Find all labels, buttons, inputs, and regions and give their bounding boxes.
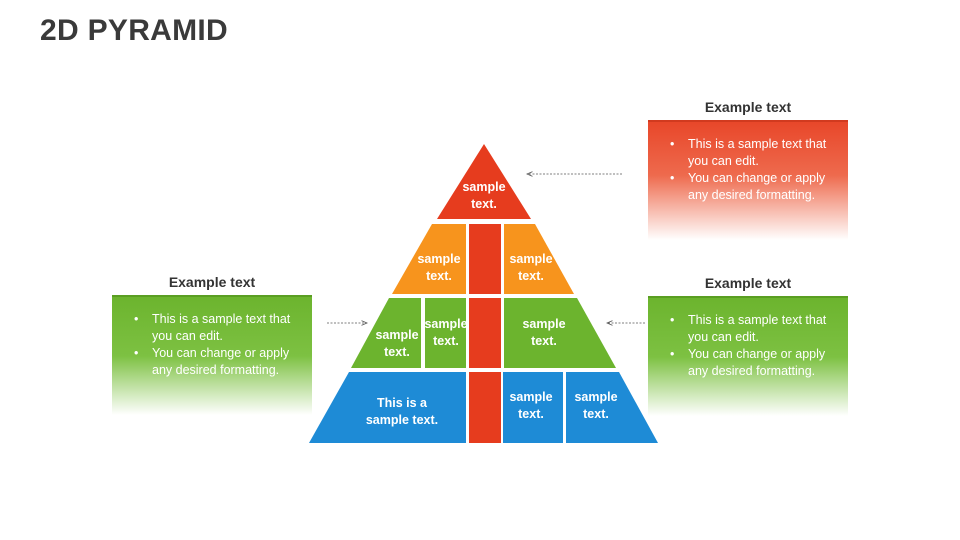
callout-top-right-bullet-2: You can change or apply any desired form… <box>670 170 838 204</box>
callout-right-bullet-2: You can change or apply any desired form… <box>670 346 838 380</box>
callout-left-list: This is a sample text that you can edit.… <box>112 297 312 379</box>
callout-left-heading: Example text <box>168 274 256 290</box>
tier4-center-block[interactable] <box>469 372 501 443</box>
callout-top-right-bullet-1: This is a sample text that you can edit. <box>670 136 838 170</box>
callout-left[interactable]: This is a sample text that you can edit.… <box>112 295 312 415</box>
tier3-center-block[interactable] <box>469 298 501 368</box>
tier2-center-block[interactable] <box>469 224 501 294</box>
tier4-mid-block[interactable] <box>503 372 563 443</box>
tier2-right-block[interactable] <box>504 224 574 294</box>
callout-top-right-heading: Example text <box>704 99 792 115</box>
callout-top-right-list: This is a sample text that you can edit.… <box>648 122 848 204</box>
tier3-midleft-block[interactable] <box>425 298 466 368</box>
pyramid-apex[interactable] <box>437 144 531 219</box>
callout-right-bullet-1: This is a sample text that you can edit. <box>670 312 838 346</box>
callout-right-list: This is a sample text that you can edit.… <box>648 298 848 380</box>
callout-left-bullet-1: This is a sample text that you can edit. <box>134 311 302 345</box>
tier3-right-block[interactable] <box>504 298 616 368</box>
callout-top-right[interactable]: This is a sample text that you can edit.… <box>648 120 848 240</box>
callout-right-heading: Example text <box>704 275 792 291</box>
tier2-left-block[interactable] <box>392 224 466 294</box>
callout-left-bullet-2: You can change or apply any desired form… <box>134 345 302 379</box>
callout-right[interactable]: This is a sample text that you can edit.… <box>648 296 848 416</box>
page-title: 2D PYRAMID <box>40 14 229 47</box>
tier4-right-block[interactable] <box>566 372 658 443</box>
tier3-left-block[interactable] <box>351 298 421 368</box>
tier4-left-block[interactable] <box>309 372 466 443</box>
